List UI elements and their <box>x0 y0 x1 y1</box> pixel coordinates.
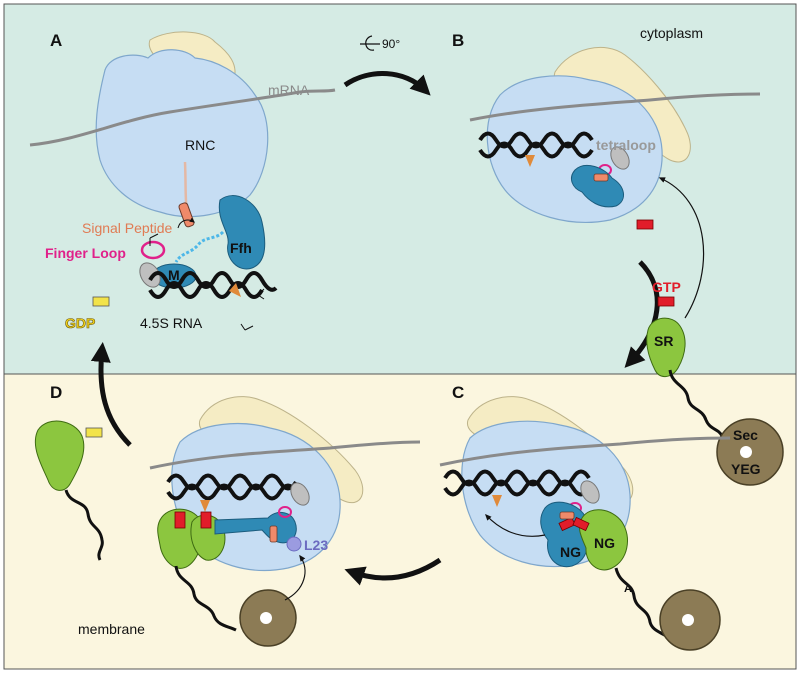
rotation-label: 90° <box>382 37 400 51</box>
rna-45s-d-strand <box>166 483 298 501</box>
rna-45s-c-strand <box>443 479 591 497</box>
panel-a: A mRNA RNC Signal Peptide Ffh M Finger L… <box>29 31 336 331</box>
gtp-icon-d1 <box>174 511 186 529</box>
sr-free-shape <box>646 317 686 377</box>
signal-peptide-b <box>593 173 609 182</box>
rna-45s-a-strand <box>148 281 264 299</box>
sr-free-d <box>34 420 85 491</box>
panel-label-a: A <box>50 31 62 50</box>
sr-c <box>579 509 628 571</box>
gtp-icon-b <box>636 219 654 230</box>
m-domain-label: M <box>168 267 180 283</box>
motion-arrow-4 <box>177 217 195 229</box>
motion-arrow-1 <box>149 233 159 246</box>
mrna-b <box>469 92 761 122</box>
sec-translocon-c-pore <box>682 614 694 626</box>
tetraloop-b <box>610 146 630 170</box>
panel-b: B cytoplasm tetraloop <box>452 25 761 319</box>
rna-45s-c <box>443 469 591 487</box>
a-domain-label: A <box>624 583 632 595</box>
rna-45s-b-strand <box>478 141 594 159</box>
finger-loop-a <box>140 240 166 260</box>
ffh-b <box>571 165 624 208</box>
rna-marker-c <box>492 495 502 507</box>
tetraloop-d <box>290 482 310 506</box>
sr-label: SR <box>654 333 673 349</box>
cytoplasm-label: cytoplasm <box>640 25 703 41</box>
tetraloop-label: tetraloop <box>596 137 656 153</box>
tetraloop-a <box>139 262 161 288</box>
signal-peptide-c <box>559 511 575 520</box>
sr-tether-c <box>614 567 667 638</box>
panel-label-d: D <box>50 383 62 402</box>
signal-peptide-label: Signal Peptide <box>82 220 173 236</box>
tetraloop-c <box>580 480 600 504</box>
gdp-icon-a <box>92 296 110 307</box>
motion-arrow-2 <box>257 288 265 300</box>
arrow-d-to-a <box>90 342 132 447</box>
rotation-icon: 90° <box>360 35 400 51</box>
rna-marker-a <box>229 283 241 297</box>
mrna-a <box>29 88 336 147</box>
sr-tether <box>668 369 724 437</box>
panel-d: D membrane L23 <box>34 383 421 647</box>
ribosome-a <box>95 49 269 218</box>
sec-translocon-pore <box>740 446 752 458</box>
l23-protein <box>286 536 302 552</box>
mrna-label: mRNA <box>268 82 310 98</box>
membrane-label: membrane <box>78 621 145 637</box>
ffh-swing-arrow <box>485 513 546 537</box>
rna-45s-label: 4.5S RNA <box>140 315 203 331</box>
rna-marker-b <box>525 155 535 167</box>
signal-peptide-d <box>269 525 278 543</box>
mrna-d <box>149 440 421 470</box>
arrow-b-to-c <box>624 260 660 368</box>
ng-label-2: NG <box>594 535 615 551</box>
ffh-a <box>218 195 266 270</box>
l23-label: L23 <box>304 537 328 553</box>
panel-c: C NG NG A <box>439 383 731 651</box>
rna-marker-d <box>200 500 210 512</box>
sec-translocon-d-pore <box>260 612 272 624</box>
gdp-label: GDP <box>65 315 95 331</box>
gtp-icon-free <box>657 296 675 307</box>
gtp-icon-d2 <box>200 511 212 529</box>
rna-45s-b <box>478 131 594 149</box>
yeg-label: YEG <box>731 461 761 477</box>
sec-label: Sec <box>733 427 758 443</box>
sr-tether-d <box>64 489 104 561</box>
sr-tether-d2 <box>174 565 237 632</box>
finger-loop-d <box>278 506 292 518</box>
gtp-icon-c2 <box>572 516 590 532</box>
ng-label-1: NG <box>560 544 581 560</box>
handover-arrow <box>284 554 306 601</box>
sr-binding-arrow <box>658 177 705 319</box>
rnc-label: RNC <box>185 137 215 153</box>
arrow-a-to-b <box>343 71 431 96</box>
gtp-label: GTP <box>652 279 681 295</box>
gtp-icon-c1 <box>558 516 576 532</box>
arrow-c-to-d <box>344 557 442 586</box>
sr-free: GTP SR Sec YEG <box>646 279 784 486</box>
panel-label-c: C <box>452 383 464 402</box>
finger-loop-label: Finger Loop <box>45 245 126 261</box>
panel-label-b: B <box>452 31 464 50</box>
mrna-c <box>439 436 731 467</box>
motion-arrow-3 <box>240 323 254 331</box>
ffh-label: Ffh <box>230 240 252 256</box>
gdp-icon-d <box>85 427 103 438</box>
